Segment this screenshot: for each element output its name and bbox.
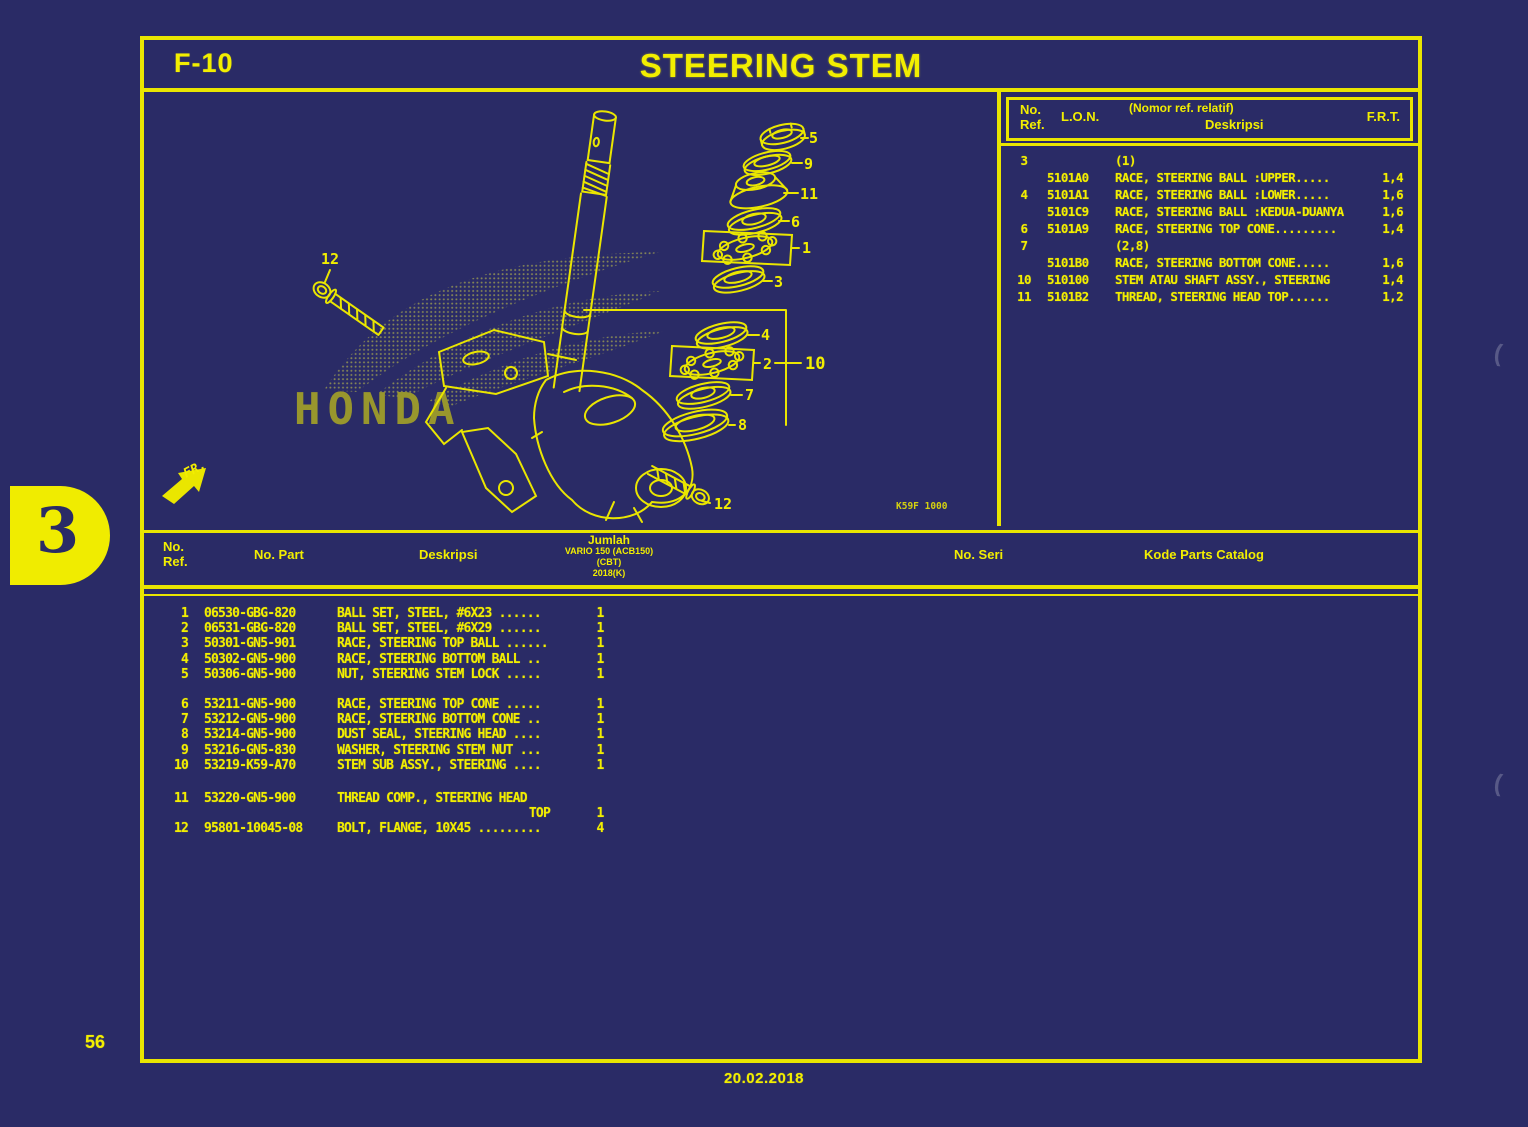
scan-artifact: ( [1492, 339, 1504, 368]
part-label: 3 [774, 273, 783, 291]
part-cone-7 [675, 381, 732, 410]
col-jumlah: Jumlah VARIO 150 (ACB150) (CBT) 2018(K) [564, 533, 654, 578]
part-label: 1 [802, 239, 811, 257]
col-deskripsi: Deskripsi [1205, 117, 1264, 132]
flange-bolt-icon [646, 465, 711, 506]
part-label: 9 [804, 155, 813, 173]
part-race-3 [711, 265, 766, 294]
col-frt: F.R.T. [1366, 109, 1400, 124]
part-ballset-2 [668, 344, 802, 382]
col-no-ref: No.Ref. [163, 539, 188, 569]
part-labels: 5 9 11 6 1 3 4 2 10 7 8 12 12 [321, 129, 825, 513]
diagram-code: K59F 1000 [896, 501, 948, 512]
svg-text:FR.: FR. [181, 458, 209, 482]
page-frame: F-10 STEERING STEM HON [140, 36, 1422, 1063]
ref-table-header: No.Ref. L.O.N. (Nomor ref. relatif) Desk… [1006, 97, 1413, 141]
title-band: F-10 STEERING STEM [144, 40, 1418, 92]
svg-text:HONDA: HONDA [294, 384, 461, 435]
part-seal-8 [661, 408, 730, 443]
ref-header-underline [1001, 143, 1418, 146]
ref-row: 7(2,8) [1020, 238, 1151, 253]
col-no-ref: No.Ref. [1020, 102, 1045, 132]
col-relatif: (Nomor ref. relatif) [1129, 101, 1234, 115]
honda-watermark: HONDA [294, 252, 664, 435]
stem-crown [424, 328, 694, 523]
page-number: 56 [85, 1032, 106, 1052]
part-thread-11 [729, 171, 789, 210]
fr-arrow-icon: FR. [162, 458, 209, 504]
part-race-4 [694, 321, 749, 350]
part-label: 5 [809, 129, 818, 147]
part-ballset-1 [700, 229, 800, 267]
col-no-seri: No. Seri [954, 547, 1004, 562]
stem-shaft [552, 110, 617, 393]
parts-header-underline [144, 594, 1418, 596]
scan-artifact: ( [1492, 769, 1504, 798]
part-label: 12 [321, 250, 339, 268]
parts-table-header: No.Ref. No. Part Deskripsi Jumlah VARIO … [144, 530, 1418, 589]
section-code: F-10 [174, 48, 234, 78]
part-label: 12 [714, 495, 732, 513]
diagram-panel: HONDA [144, 92, 1001, 526]
ref-row: 3(1) [1020, 153, 1137, 168]
part-label: 10 [805, 354, 825, 374]
exploded-diagram: HONDA [162, 110, 948, 523]
part-label: 6 [791, 213, 800, 231]
section-tab[interactable]: 3 [10, 486, 110, 585]
flange-bolt-icon [312, 269, 385, 336]
group-bracket [583, 309, 787, 426]
part-label: 4 [761, 326, 770, 344]
section-tab-number: 3 [36, 494, 80, 567]
col-deskripsi: Deskripsi [419, 547, 478, 562]
page-title: STEERING STEM [639, 47, 923, 84]
col-no-part: No. Part [254, 547, 304, 562]
part-nut-5 [759, 122, 806, 152]
part-label: 8 [738, 416, 747, 434]
part-label: 11 [800, 185, 818, 203]
content-row: HONDA [144, 92, 1418, 526]
col-lon: L.O.N. [1061, 109, 1100, 124]
part-label: 7 [745, 386, 754, 404]
part-label: 2 [763, 355, 772, 373]
print-date: 20.02.2018 [723, 1070, 805, 1087]
ref-table: No.Ref. L.O.N. (Nomor ref. relatif) Desk… [1001, 92, 1418, 526]
col-kode-parts-catalog: Kode Parts Catalog [1144, 547, 1264, 562]
